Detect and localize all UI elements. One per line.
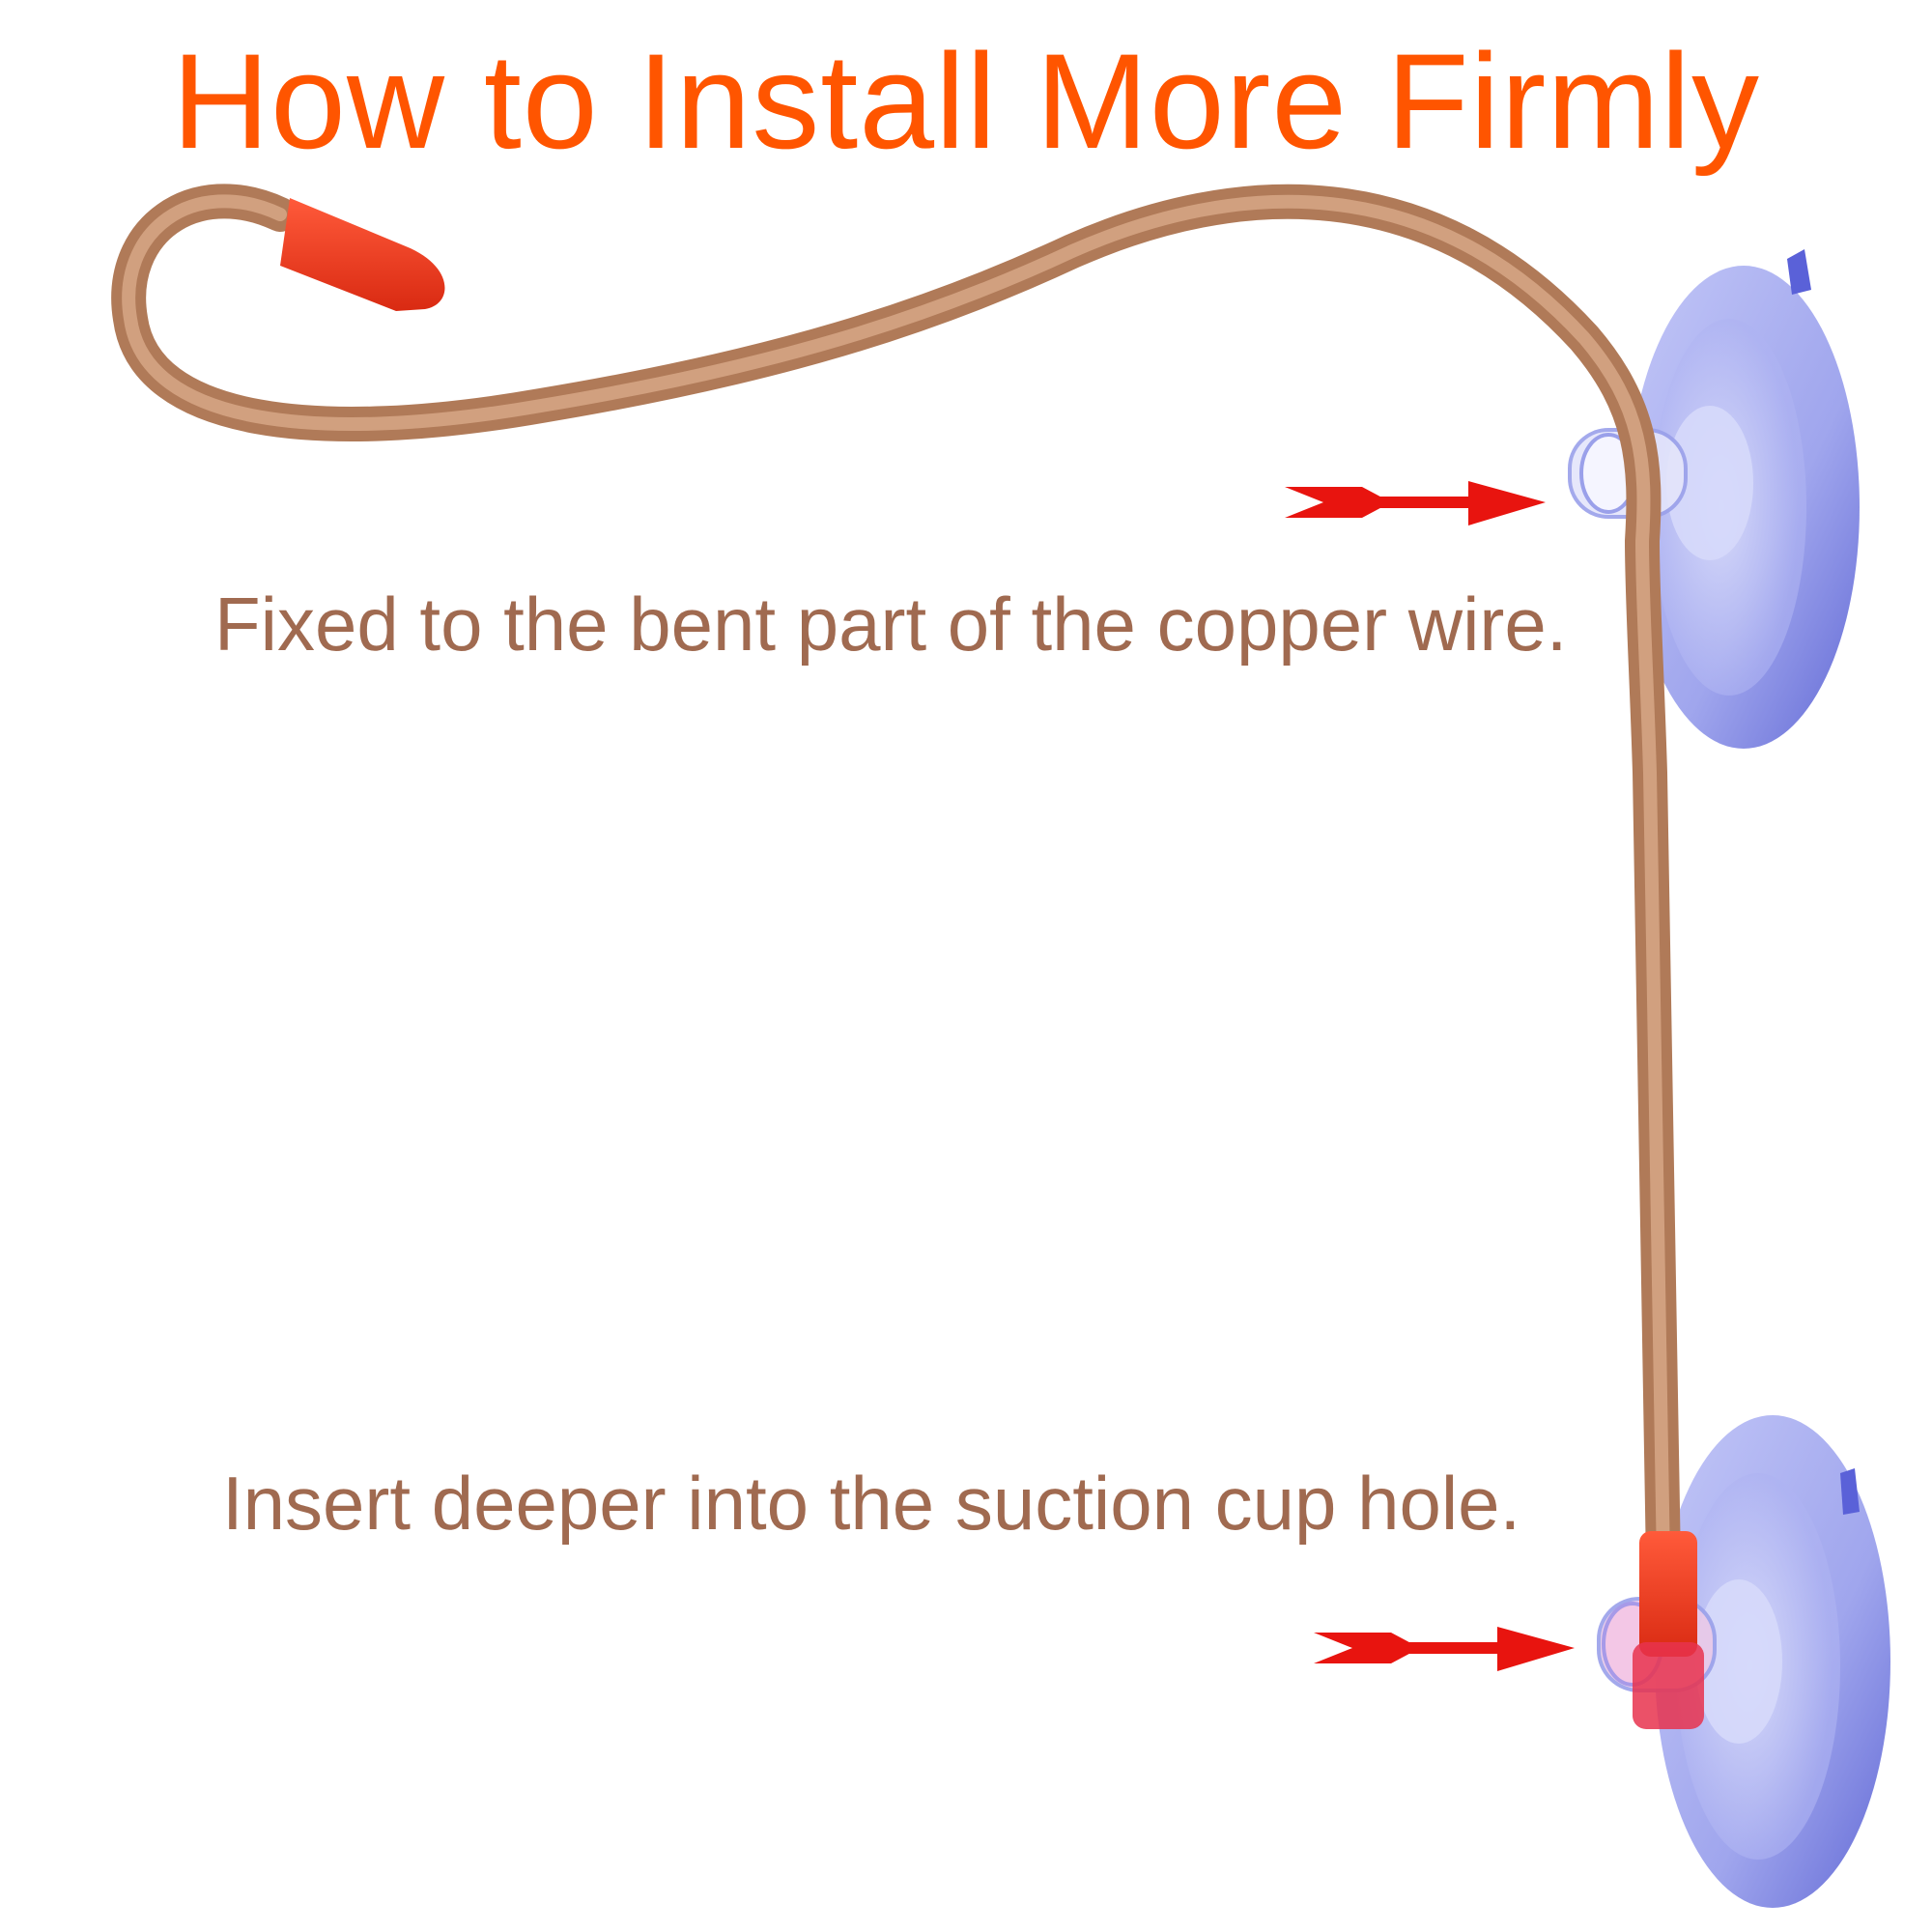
top-suction-cup — [1568, 249, 1860, 749]
arrow-top — [1285, 481, 1546, 526]
copper-wire — [111, 184, 1681, 1582]
top-end-cap — [280, 198, 445, 311]
page-title: How to Install More Firmly — [171, 25, 1761, 177]
step-caption-bent-part: Fixed to the bent part of the copper wir… — [214, 582, 1568, 667]
step-caption-insert-deeper: Insert deeper into the suction cup hole. — [222, 1461, 1521, 1546]
bottom-end-cap — [1633, 1531, 1704, 1729]
arrow-bottom — [1314, 1627, 1575, 1671]
